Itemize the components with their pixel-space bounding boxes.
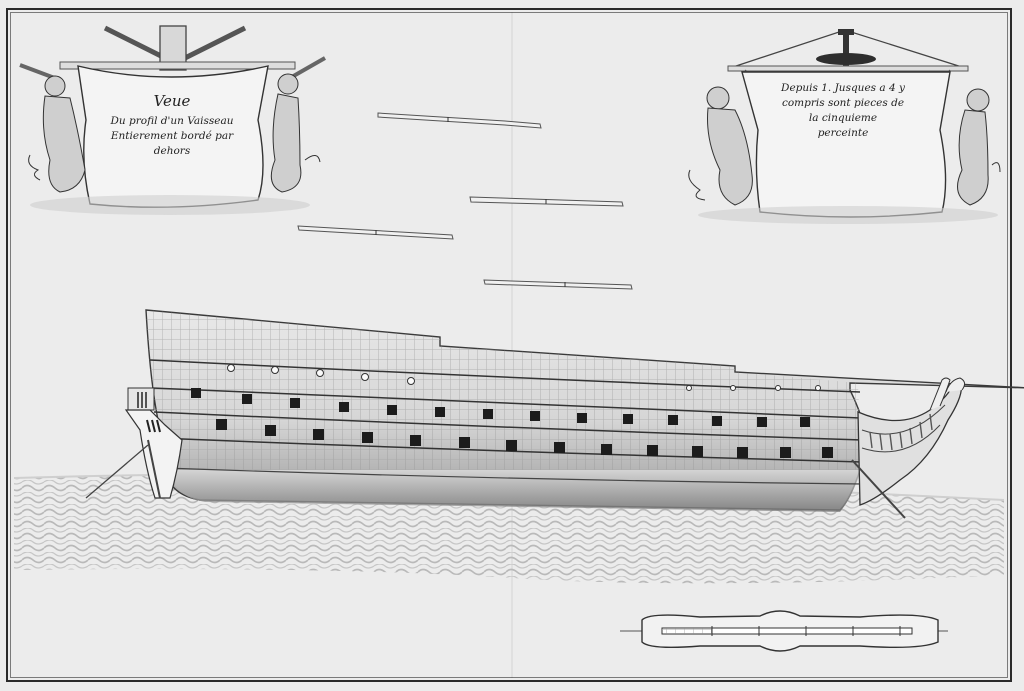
plank-4 bbox=[483, 279, 633, 290]
lower-gunports bbox=[216, 419, 833, 458]
plank-2 bbox=[469, 196, 624, 207]
cartouche-right bbox=[688, 29, 1001, 224]
cartouche-left-line-2: Entierement bordé par bbox=[110, 129, 234, 142]
loose-planks bbox=[297, 112, 633, 290]
plank-3 bbox=[297, 225, 454, 240]
page-fold bbox=[511, 12, 513, 678]
cartouche-right-line-1: Depuis 1. Jusques a 4 y bbox=[781, 82, 905, 94]
cartouche-right-line-2: compris sont pieces de bbox=[781, 97, 905, 110]
ship-bow bbox=[851, 377, 966, 519]
plank-1 bbox=[377, 112, 542, 129]
cartouche-left-text: Veue Du profil d'un Vaisseau Entierement… bbox=[92, 92, 252, 160]
cartouche-right-line-3: la cinquieme bbox=[808, 112, 878, 125]
plate-border-inner bbox=[10, 12, 1008, 678]
deck-scuttles bbox=[227, 364, 821, 391]
scale-bar bbox=[620, 610, 948, 652]
cartouche-right-text: Depuis 1. Jusques a 4 y compris sont pie… bbox=[748, 80, 938, 143]
cartouche-right-line-4: perceinte bbox=[817, 127, 869, 140]
ship-stern bbox=[85, 387, 183, 499]
cartouche-left-line-1: Du profil d'un Vaisseau bbox=[110, 114, 234, 127]
cartouche-left-title: Veue bbox=[153, 92, 191, 110]
upper-gunports bbox=[191, 388, 810, 427]
cartouche-left-line-3: dehors bbox=[153, 145, 191, 157]
cartouche-left bbox=[19, 25, 326, 215]
ship-hull bbox=[85, 309, 1024, 519]
plate-border-outer bbox=[6, 8, 1012, 682]
